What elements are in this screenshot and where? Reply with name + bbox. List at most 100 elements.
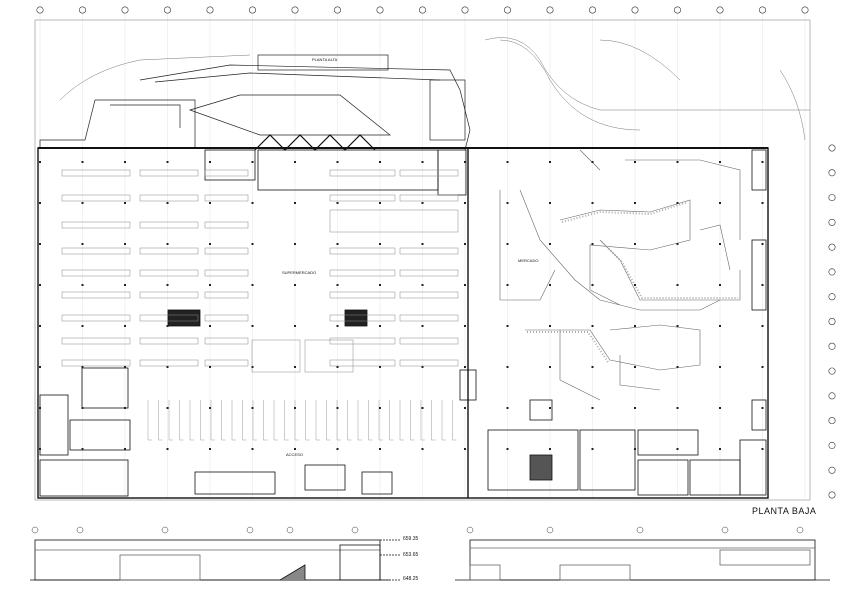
column [39, 243, 41, 245]
interior-blocks [39, 149, 767, 497]
structural-columns [39, 161, 764, 450]
column [676, 325, 679, 327]
grid-bubble-right [828, 417, 836, 425]
grid-bubble-right [828, 293, 836, 301]
column [761, 243, 764, 245]
shelf [61, 169, 131, 177]
checkout-lane [147, 400, 152, 441]
column [506, 325, 509, 327]
shelf [204, 337, 249, 345]
checkout-lane [315, 400, 320, 441]
shelf [204, 194, 249, 202]
column [464, 448, 466, 450]
column [379, 161, 381, 163]
grid-bubble-top [36, 6, 44, 14]
shelf [61, 247, 131, 255]
column [81, 202, 84, 204]
shelf [204, 247, 249, 255]
column [761, 448, 764, 450]
grid-bubble-top [631, 6, 639, 14]
display-area [304, 339, 354, 373]
grid-bubble-top [206, 6, 214, 14]
column [166, 243, 169, 245]
column [209, 161, 211, 163]
column [549, 243, 551, 245]
market-paths [499, 149, 741, 401]
column [209, 448, 211, 450]
column [251, 243, 254, 245]
grid-bubble-right [828, 491, 836, 499]
column [39, 448, 41, 450]
column [294, 161, 296, 163]
column [506, 202, 509, 204]
checkout-lane [179, 400, 184, 441]
column [81, 284, 84, 286]
column [336, 243, 339, 245]
shelf [61, 221, 131, 229]
column [421, 366, 424, 368]
column [124, 407, 126, 409]
grid-bubble-top [716, 6, 724, 14]
column [81, 325, 84, 327]
column [294, 366, 296, 368]
column [761, 284, 764, 286]
shelf [61, 314, 131, 322]
grid-bubble-right [828, 144, 836, 152]
column [719, 448, 721, 450]
column [379, 448, 381, 450]
column [464, 366, 466, 368]
column [39, 325, 41, 327]
column [421, 243, 424, 245]
column [166, 366, 169, 368]
column [464, 161, 466, 163]
column [676, 407, 679, 409]
checkout-lane [252, 400, 257, 441]
column [761, 202, 764, 204]
shelf [399, 291, 459, 299]
column [421, 161, 424, 163]
column [464, 284, 466, 286]
column [549, 325, 551, 327]
grid-bubble-top [673, 6, 681, 14]
grid-bubble-right [828, 218, 836, 226]
grid-bubbles [36, 6, 836, 499]
shelf [139, 221, 199, 229]
shelf [329, 314, 396, 322]
column [464, 407, 466, 409]
grid-bubble-top [758, 6, 766, 14]
column [676, 366, 679, 368]
shelf [329, 169, 396, 177]
level-top: 659.35 [403, 536, 419, 542]
column [294, 284, 296, 286]
checkout-lane [305, 400, 310, 441]
column [379, 284, 381, 286]
column [634, 366, 636, 368]
column [591, 202, 594, 204]
site-outline [34, 19, 811, 501]
market-path-ticks [527, 201, 738, 363]
checkout-lane [431, 400, 436, 441]
checkout-lane [410, 400, 415, 441]
grid-bubble-right [828, 317, 836, 325]
column [591, 407, 594, 409]
column [209, 202, 211, 204]
shelf [204, 169, 249, 177]
column [81, 448, 84, 450]
column [336, 202, 339, 204]
checkout-lane [420, 400, 425, 441]
shelf [139, 169, 199, 177]
grid-bubble-top [461, 6, 469, 14]
column [634, 407, 636, 409]
column [39, 284, 41, 286]
column [634, 161, 636, 163]
shelf [329, 337, 396, 345]
shelf [61, 291, 131, 299]
column [549, 448, 551, 450]
shelf [61, 337, 131, 345]
checkout-lane [168, 400, 173, 441]
column [294, 243, 296, 245]
display-area [251, 339, 301, 373]
column [336, 284, 339, 286]
column [549, 202, 551, 204]
column [336, 448, 339, 450]
